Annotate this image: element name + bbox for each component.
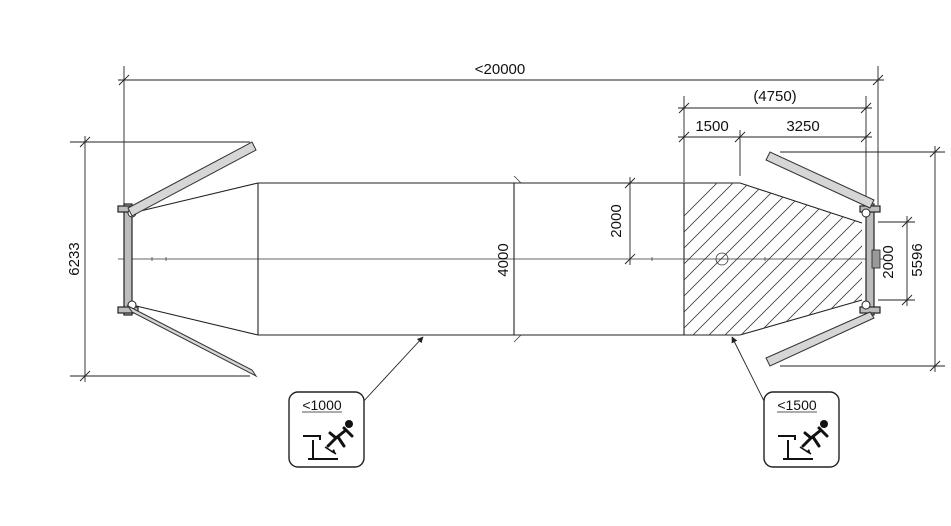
overall-length-dimension: <20000 (118, 61, 884, 205)
left-lower-pole (126, 304, 258, 378)
right-upper-pole (765, 151, 875, 209)
hatch-line (684, 183, 801, 335)
right-sign-leader (731, 336, 766, 404)
hatched-height-label: 2000 (608, 204, 625, 237)
right-inner-dimension: 2000 (878, 216, 915, 306)
hatch-line (684, 183, 753, 335)
left-upper-pole (127, 141, 257, 217)
hatch-line (783, 183, 862, 335)
right-end-frame (859, 203, 881, 316)
body-diameter-label: 4000 (495, 243, 512, 276)
left-end-frame (117, 203, 139, 316)
right-width-label: 5596 (909, 243, 926, 276)
center-axis (118, 252, 884, 266)
hatch-line (684, 183, 737, 335)
right-width-dimension: 5596 (780, 146, 945, 372)
right-lower-pole (765, 311, 875, 367)
hatch-line (767, 183, 862, 335)
end-section-total-label: (4750) (753, 88, 796, 105)
body-diameter-dimension: 4000 (495, 243, 512, 276)
falling-person-icon (303, 420, 354, 460)
overall-length-label: <20000 (475, 61, 525, 78)
hatch-line (735, 183, 862, 335)
hatch-line (751, 183, 862, 335)
fall-hazard-sign-left: <1000 (288, 391, 365, 468)
hatch-line (684, 183, 721, 335)
falling-person-icon (778, 420, 829, 460)
end-section-split-dimension: 1500 3250 (678, 118, 872, 176)
hatch-line (684, 183, 833, 335)
end-section-b-label: 3250 (786, 118, 819, 135)
left-width-dimension: 6233 (66, 136, 250, 382)
hatch-line (684, 183, 817, 335)
end-section-a-label: 1500 (695, 118, 728, 135)
end-section-total-dimension: (4750) (678, 88, 872, 205)
hatched-height-dimension: 2000 (608, 177, 684, 265)
hatch-line (684, 183, 769, 335)
fall-hazard-sign-right: <1500 (763, 391, 840, 468)
sign-right-label: <1500 (777, 397, 817, 413)
left-width-label: 6233 (66, 242, 83, 275)
vessel-body (131, 175, 863, 343)
sign-left-label: <1000 (302, 397, 342, 413)
right-inner-label: 2000 (880, 245, 897, 278)
left-sign-leader (361, 336, 424, 404)
hatch-line (684, 183, 785, 335)
